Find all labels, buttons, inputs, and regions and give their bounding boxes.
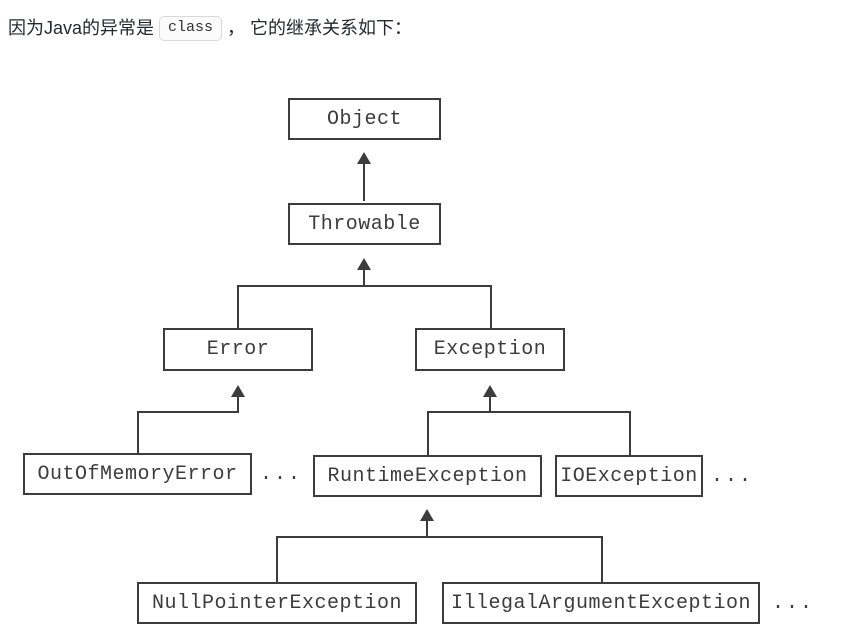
inline-code-chip: class: [159, 15, 223, 41]
node-error: Error: [163, 328, 313, 371]
node-throwable-label: Throwable: [308, 212, 421, 236]
node-io-exception: IOException: [555, 455, 703, 497]
arrow-up-icon: [231, 385, 245, 397]
edge-segment: [237, 285, 239, 328]
node-exception: Exception: [415, 328, 565, 371]
node-object: Object: [288, 98, 441, 140]
arrow-up-icon: [420, 509, 434, 521]
ellipsis-after-io-exception: ...: [711, 464, 754, 488]
node-out-of-memory-error: OutOfMemoryError: [23, 453, 252, 495]
edge-segment: [489, 397, 491, 413]
edge-segment: [137, 411, 139, 453]
edge-segment: [426, 521, 428, 537]
edge-segment: [363, 270, 365, 287]
arrow-up-icon: [357, 152, 371, 164]
edge-segment: [237, 285, 492, 287]
edge-segment: [237, 397, 239, 413]
node-null-pointer-exception-label: NullPointerException: [151, 591, 403, 615]
ellipsis-after-illegal-argument-exception: ...: [772, 591, 815, 615]
ellipsis-after-out-of-memory-error: ...: [260, 462, 303, 486]
arrow-up-icon: [483, 385, 497, 397]
node-io-exception-label: IOException: [560, 464, 698, 488]
node-illegal-argument-exception-label: IllegalArgumentException: [450, 591, 752, 615]
node-runtime-exception-label: RuntimeException: [327, 464, 528, 488]
edge-segment: [490, 285, 492, 328]
node-runtime-exception: RuntimeException: [313, 455, 542, 497]
node-illegal-argument-exception: IllegalArgumentException: [442, 582, 760, 624]
edge-segment: [427, 411, 631, 413]
heading: 因为Java的异常是 class ， 它的继承关系如下：: [8, 14, 412, 42]
edge-segment: [363, 164, 365, 201]
node-null-pointer-exception: NullPointerException: [137, 582, 417, 624]
heading-text-before: 因为Java的异常是: [8, 18, 155, 38]
heading-text-after: ， 它的继承关系如下：: [227, 18, 413, 38]
edge-segment: [137, 411, 239, 413]
arrow-up-icon: [357, 258, 371, 270]
edge-segment: [427, 411, 429, 455]
node-error-label: Error: [206, 338, 270, 361]
node-object-label: Object: [326, 107, 402, 131]
node-exception-label: Exception: [433, 338, 547, 361]
edge-segment: [601, 536, 603, 582]
edge-segment: [276, 536, 603, 538]
edge-segment: [629, 411, 631, 455]
edge-segment: [276, 536, 278, 582]
node-out-of-memory-error-label: OutOfMemoryError: [37, 462, 238, 486]
node-throwable: Throwable: [288, 203, 441, 245]
